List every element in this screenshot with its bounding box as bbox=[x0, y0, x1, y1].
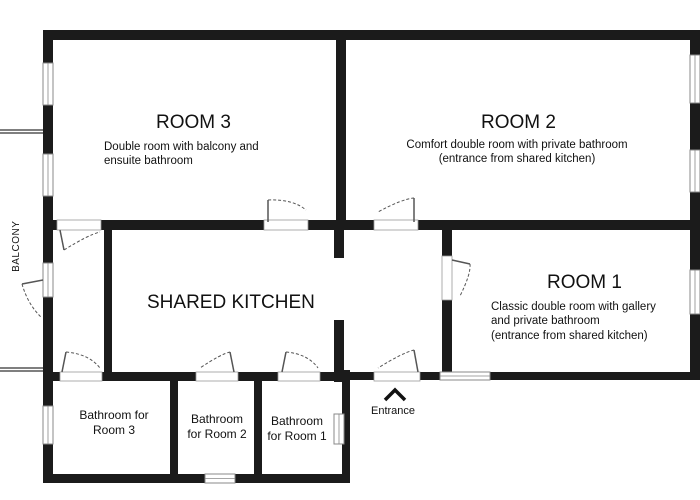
balcony-label: BALCONY bbox=[10, 220, 22, 272]
door-leaf bbox=[59, 229, 65, 251]
door-opening bbox=[373, 219, 419, 231]
door-swing-arc bbox=[377, 197, 415, 213]
wall-segment bbox=[334, 320, 344, 382]
door-swing-arc bbox=[377, 349, 415, 369]
door-swing-arc bbox=[65, 351, 101, 369]
wall-segment bbox=[43, 474, 350, 483]
balcony-door-arc bbox=[21, 283, 43, 319]
door-opening bbox=[263, 219, 309, 231]
door-opening bbox=[441, 255, 453, 301]
wall-segment bbox=[442, 228, 452, 380]
door-leaf bbox=[413, 349, 419, 373]
bathroom-room-2-line-1: Bathroom bbox=[190, 412, 244, 426]
room-1-desc-line-3: (entrance from shared kitchen) bbox=[491, 329, 648, 342]
door-leaf bbox=[229, 351, 235, 373]
bathroom-room-1-line-1: Bathroom bbox=[270, 414, 324, 428]
room-3-title: ROOM 3 bbox=[156, 112, 231, 133]
entrance-label: Entrance bbox=[371, 405, 416, 417]
wall-segment bbox=[334, 228, 344, 258]
bathroom-room-1-label: Bathroom for Room 1 bbox=[264, 414, 330, 444]
room-1-desc-line-1: Classic double room with gallery bbox=[491, 301, 656, 313]
room-2-title: ROOM 2 bbox=[481, 112, 556, 133]
room-1-title: ROOM 1 bbox=[547, 272, 622, 293]
door-opening bbox=[195, 371, 239, 382]
wall-segment bbox=[43, 30, 700, 40]
bathroom-room-2-line-2: for Room 2 bbox=[187, 427, 247, 441]
room-3-description: Double room with balcony and ensuite bat… bbox=[104, 140, 334, 169]
wall-segment bbox=[440, 372, 700, 380]
bathroom-room-3-line-1: Bathroom for bbox=[79, 408, 149, 422]
room-2-description: Comfort double room with private bathroo… bbox=[376, 138, 658, 167]
door-swing-arc bbox=[285, 351, 319, 369]
wall-segment bbox=[690, 30, 700, 380]
entrance-arrow-icon bbox=[383, 387, 407, 402]
bathroom-room-3-label: Bathroom for Room 3 bbox=[65, 408, 163, 438]
door-opening bbox=[56, 219, 102, 231]
kitchen-title: SHARED KITCHEN bbox=[147, 292, 315, 313]
doors bbox=[21, 197, 471, 382]
door-opening bbox=[373, 371, 421, 382]
wall-segment bbox=[336, 30, 346, 226]
door-leaf bbox=[61, 351, 67, 373]
room-1-desc-line-2: and private bathroom bbox=[491, 315, 600, 328]
door-swing-arc bbox=[63, 231, 101, 251]
door-leaf bbox=[281, 351, 287, 373]
wall-segment bbox=[170, 372, 178, 482]
door-swing-arc bbox=[459, 263, 471, 297]
door-opening bbox=[277, 371, 321, 382]
wall-segment bbox=[254, 372, 262, 482]
balcony-door-leaf bbox=[21, 279, 44, 285]
bathroom-room-3-line-2: Room 3 bbox=[92, 423, 136, 437]
room-2-desc-line-2: (entrance from shared kitchen) bbox=[438, 153, 596, 166]
room-1-description: Classic double room with gallery and pri… bbox=[491, 300, 696, 343]
door-swing-arc bbox=[267, 199, 307, 211]
wall-segment bbox=[342, 370, 350, 483]
door-opening bbox=[59, 371, 103, 382]
wall-segment bbox=[104, 228, 112, 380]
door-leaf bbox=[451, 259, 471, 265]
extras bbox=[0, 129, 407, 402]
room-2-desc-line-1: Comfort double room with private bathroo… bbox=[406, 139, 628, 151]
room-3-desc-line-2: ensuite bathroom bbox=[104, 155, 193, 168]
door-swing-arc bbox=[199, 351, 231, 369]
bathroom-room-1-line-2: for Room 1 bbox=[267, 429, 327, 443]
wall-segment bbox=[43, 30, 53, 482]
room-3-desc-line-1: Double room with balcony and bbox=[104, 141, 259, 153]
bathroom-room-2-label: Bathroom for Room 2 bbox=[181, 412, 253, 442]
